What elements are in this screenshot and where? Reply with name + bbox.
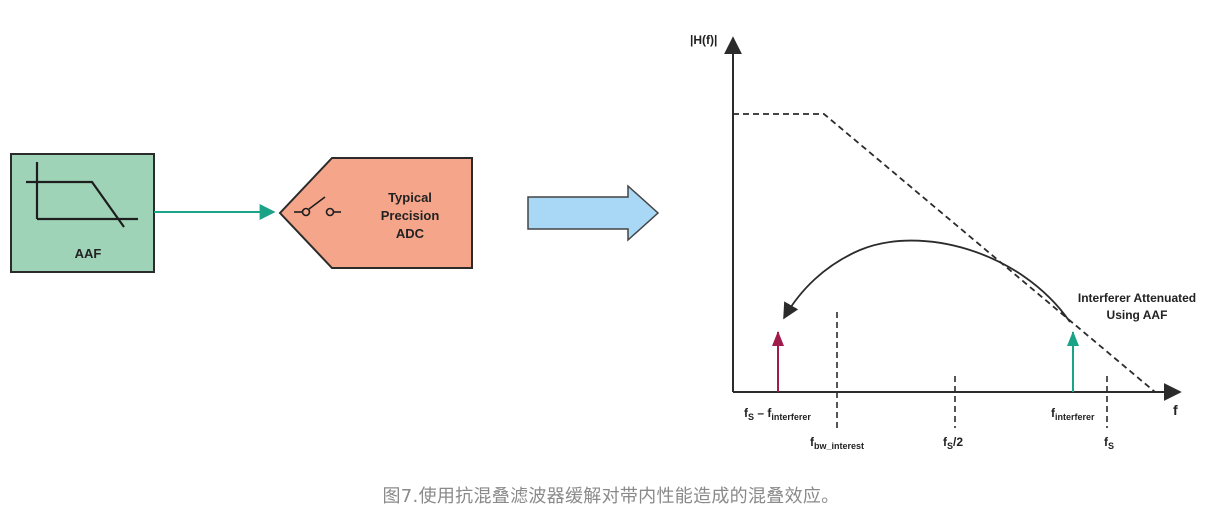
tick-label-fs: fS	[1104, 435, 1114, 451]
tick-fbw-sub: bw_interest	[814, 441, 864, 451]
interferer-arrowhead	[1067, 331, 1079, 346]
frequency-plot: |H(f)| f Interferer Attenuated Using AAF…	[690, 33, 1196, 451]
tick-fs-half-suffix: /2	[953, 435, 963, 449]
tick-fs-sub: S	[1108, 441, 1114, 451]
switch-icon	[294, 196, 341, 217]
x-axis-label: f	[1173, 402, 1178, 418]
tick-fs-main: f	[1104, 435, 1109, 449]
tick-fbw-main: f	[810, 435, 815, 449]
aaf-label: AAF	[75, 246, 102, 261]
aliasing-fold-arrow	[783, 239, 1071, 323]
adc-label-line2: Precision	[381, 208, 440, 223]
tick-label-fbw-interest: fbw_interest	[810, 435, 864, 451]
adc-shape	[278, 157, 473, 269]
tick-fs-half-main: f	[943, 435, 948, 449]
filter-response-dashed	[733, 113, 1156, 393]
tick-finterferer-sub: interferer	[1055, 412, 1095, 422]
tick-fs-minus-main: f	[744, 406, 749, 420]
aaf-block: AAF	[10, 153, 155, 273]
aaf-box	[10, 153, 155, 273]
annotation-line2: Using AAF	[1107, 308, 1168, 322]
figure-caption: 图7.使用抗混叠滤波器缓解对带内性能造成的混叠效应。	[382, 486, 840, 507]
tick-fs-half-sub: S	[947, 441, 953, 451]
adc-block: Typical Precision ADC	[278, 157, 473, 269]
tick-fs-minus-sub2: interferer	[771, 412, 811, 422]
annotation-line1: Interferer Attenuated	[1078, 291, 1196, 305]
alias-arrowhead	[772, 331, 784, 346]
tick-fs-minus-sub1: S	[748, 412, 754, 422]
big-right-arrow-icon	[527, 184, 660, 242]
adc-label-line3: ADC	[396, 226, 425, 241]
tick-label-fs-half: fS/2	[943, 435, 963, 451]
tick-finterferer-main: f	[1051, 406, 1056, 420]
tick-label-finterferer: finterferer	[1051, 406, 1095, 422]
lowpass-filter-icon	[26, 162, 138, 228]
adc-label-line1: Typical	[388, 190, 432, 205]
tick-fs-minus-dash: – f	[754, 406, 772, 420]
y-axis-label: |H(f)|	[690, 33, 717, 47]
tick-label-fs-minus-finterferer: fS – finterferer	[744, 406, 811, 422]
